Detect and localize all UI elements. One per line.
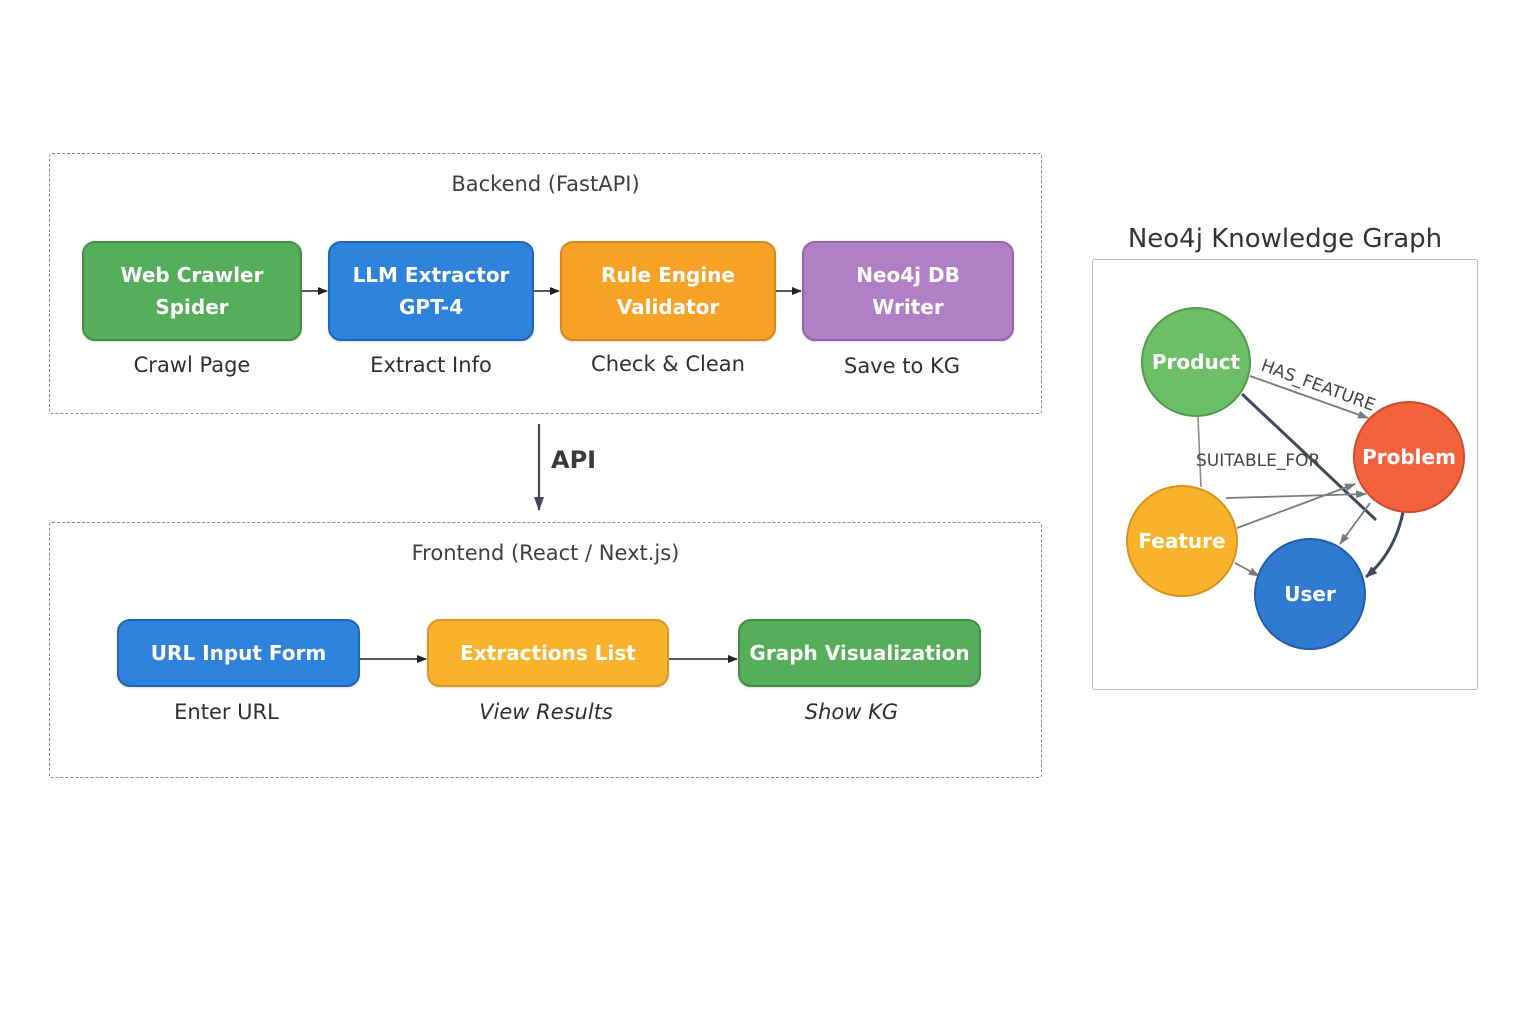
web-crawler-line1: Web Crawler (120, 263, 264, 287)
neo4j-writer-line1: Neo4j DB (856, 263, 960, 287)
url-input-form-label: URL Input Form (150, 641, 327, 665)
edge-feature-problem-a (1236, 483, 1356, 529)
kg-node-problem-label: Problem (1362, 445, 1456, 469)
kg-node-problem[interactable]: Problem (1353, 401, 1465, 513)
extract-info-caption: Extract Info (370, 353, 492, 377)
api-label: API (551, 446, 597, 474)
web-crawler-node[interactable]: Web Crawler Spider (82, 241, 302, 341)
rule-engine-node[interactable]: Rule Engine Validator (560, 241, 776, 341)
neo4j-writer-node[interactable]: Neo4j DB Writer (802, 241, 1014, 341)
kg-node-feature[interactable]: Feature (1126, 485, 1238, 597)
llm-extractor-line2: GPT-4 (399, 295, 463, 319)
save-kg-caption: Save to KG (843, 354, 961, 378)
backend-group: Backend (FastAPI) (49, 153, 1042, 414)
extractions-list-label: Extractions List (460, 641, 636, 665)
view-results-caption: View Results (479, 700, 613, 724)
frontend-group: Frontend (React / Next.js) (49, 522, 1042, 778)
enter-url-caption: Enter URL (174, 700, 279, 724)
graph-visualization-node[interactable]: Graph Visualization (738, 619, 981, 687)
url-input-form-node[interactable]: URL Input Form (117, 619, 360, 687)
extractions-list-node[interactable]: Extractions List (427, 619, 669, 687)
edge-feature-problem-b (1225, 490, 1367, 499)
neo4j-writer-line2: Writer (872, 295, 944, 319)
edge-product-problem (1249, 375, 1369, 419)
kg-node-user-label: User (1284, 582, 1336, 606)
kg-panel (1092, 259, 1478, 690)
check-clean-caption: Check & Clean (591, 352, 745, 376)
kg-node-product-label: Product (1152, 350, 1241, 374)
kg-node-user[interactable]: User (1254, 538, 1366, 650)
rule-engine-line1: Rule Engine (601, 263, 735, 287)
edge-product-user-dark (1240, 392, 1378, 522)
rule-engine-line2: Validator (616, 295, 720, 319)
frontend-title: Frontend (React / Next.js) (411, 541, 680, 565)
crawl-page-caption: Crawl Page (133, 353, 251, 377)
edge-feature-user (1234, 562, 1260, 577)
edge-problem-user-curve (1365, 511, 1405, 579)
graph-visualization-label: Graph Visualization (749, 641, 970, 665)
backend-title: Backend (FastAPI) (451, 172, 640, 196)
show-kg-caption: Show KG (804, 700, 899, 724)
kg-node-feature-label: Feature (1138, 529, 1225, 553)
kg-title: Neo4j Knowledge Graph (1127, 224, 1443, 254)
web-crawler-line2: Spider (155, 295, 229, 319)
edge-label-suitable-for: SUITABLE_FOR (1196, 451, 1320, 471)
edge-product-feature (1197, 416, 1202, 488)
llm-extractor-node[interactable]: LLM Extractor GPT-4 (328, 241, 534, 341)
llm-extractor-line1: LLM Extractor (352, 263, 510, 287)
kg-node-product[interactable]: Product (1141, 307, 1251, 417)
edge-problem-user-thin (1339, 502, 1371, 545)
